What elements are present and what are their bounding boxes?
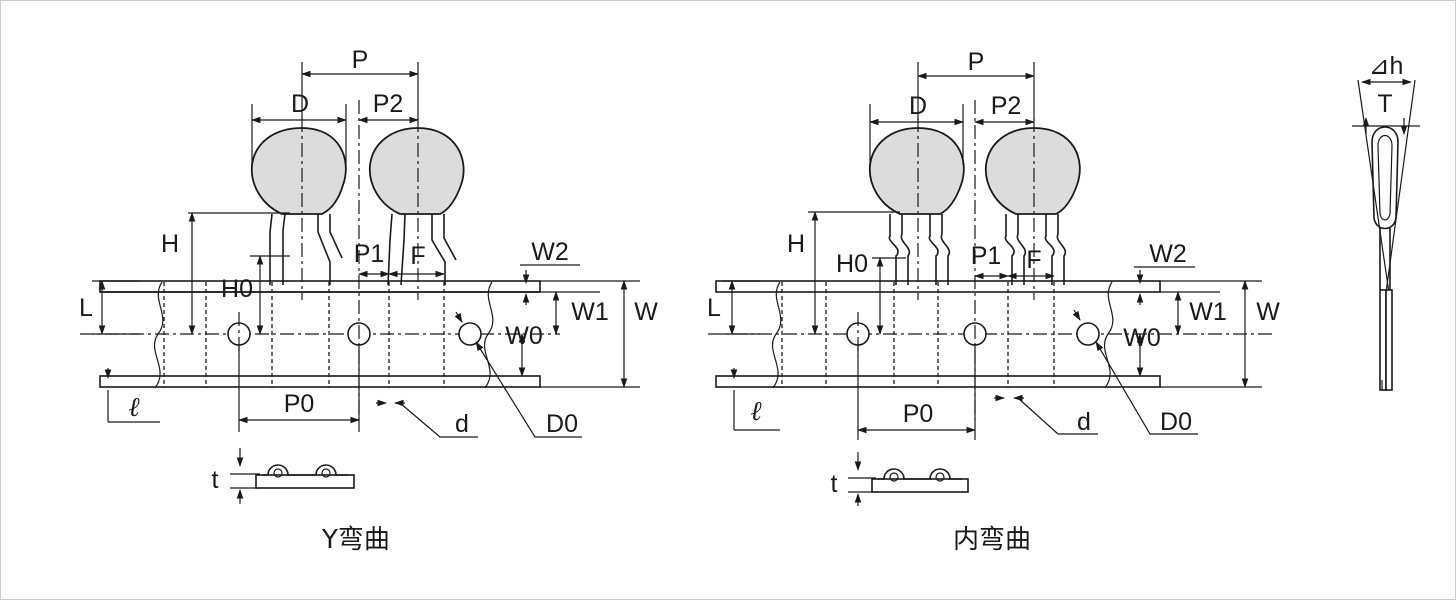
right-labels: P D P2 H P1 F W2 H0 L W1 W W0 P0 ℓ d D0 … bbox=[707, 48, 1280, 498]
label-P: P bbox=[352, 46, 369, 74]
label-d: d bbox=[455, 410, 469, 438]
label-P: P bbox=[968, 48, 985, 76]
label-D0: D0 bbox=[1160, 408, 1192, 436]
sprocket-hole bbox=[1076, 322, 1100, 346]
label-W1: W1 bbox=[571, 298, 609, 326]
tape-cross-section bbox=[871, 468, 969, 493]
side-view-drawing bbox=[1352, 78, 1420, 391]
component-2 bbox=[368, 118, 465, 300]
caption-y-bend: Y弯曲 bbox=[321, 525, 390, 555]
lead-dashed-lines bbox=[781, 282, 1055, 388]
label-W1: W1 bbox=[1189, 298, 1227, 326]
dimension-lines-right bbox=[722, 62, 1262, 506]
tape-bottom-strip bbox=[99, 375, 541, 388]
label-W0: W0 bbox=[505, 322, 543, 350]
label-H: H bbox=[161, 230, 179, 258]
label-P2: P2 bbox=[373, 90, 404, 118]
label-D: D bbox=[291, 90, 309, 118]
label-W: W bbox=[634, 298, 658, 326]
caption-inner-bend: 内弯曲 bbox=[953, 525, 1031, 555]
label-H0: H0 bbox=[221, 275, 253, 303]
component-1 bbox=[868, 118, 965, 300]
label-l: ℓ bbox=[128, 392, 140, 422]
inner-bend-drawing: P D P2 H P1 F W2 H0 L W1 W W0 P0 ℓ d D0 … bbox=[707, 48, 1280, 506]
sprocket-hole bbox=[458, 322, 482, 346]
label-t: t bbox=[212, 466, 219, 494]
tape-cross-section bbox=[255, 464, 355, 489]
component-2 bbox=[984, 118, 1081, 300]
label-D: D bbox=[909, 92, 927, 120]
left-labels: P D P2 H P1 F W2 H0 L W1 W W0 P0 ℓ d D0 … bbox=[79, 46, 658, 494]
label-T: T bbox=[1377, 90, 1392, 118]
label-W2: W2 bbox=[531, 238, 569, 266]
label-P1: P1 bbox=[971, 242, 1002, 270]
label-D0: D0 bbox=[546, 410, 578, 438]
label-P2: P2 bbox=[991, 92, 1022, 120]
label-P0: P0 bbox=[284, 390, 315, 418]
label-F: F bbox=[1026, 246, 1041, 274]
tape-top-strip bbox=[99, 280, 541, 293]
y-bend-drawing: P D P2 H P1 F W2 H0 L W1 W W0 P0 ℓ d D0 … bbox=[79, 46, 658, 504]
label-H0: H0 bbox=[836, 250, 868, 278]
label-W2: W2 bbox=[1149, 240, 1187, 268]
label-d: d bbox=[1077, 408, 1091, 436]
label-W: W bbox=[1256, 298, 1280, 326]
label-W0: W0 bbox=[1123, 324, 1161, 352]
label-L: L bbox=[79, 294, 93, 322]
dimension-lines-left bbox=[92, 62, 640, 504]
label-delta-h: ⊿h bbox=[1369, 52, 1404, 80]
label-H: H bbox=[787, 230, 805, 258]
label-L: L bbox=[707, 294, 721, 322]
label-l: ℓ bbox=[750, 396, 762, 426]
component-1 bbox=[250, 118, 347, 300]
label-F: F bbox=[410, 242, 425, 270]
label-P0: P0 bbox=[903, 400, 934, 428]
lead-dashed-lines bbox=[163, 282, 445, 388]
label-t: t bbox=[831, 470, 838, 498]
label-P1: P1 bbox=[354, 240, 385, 268]
